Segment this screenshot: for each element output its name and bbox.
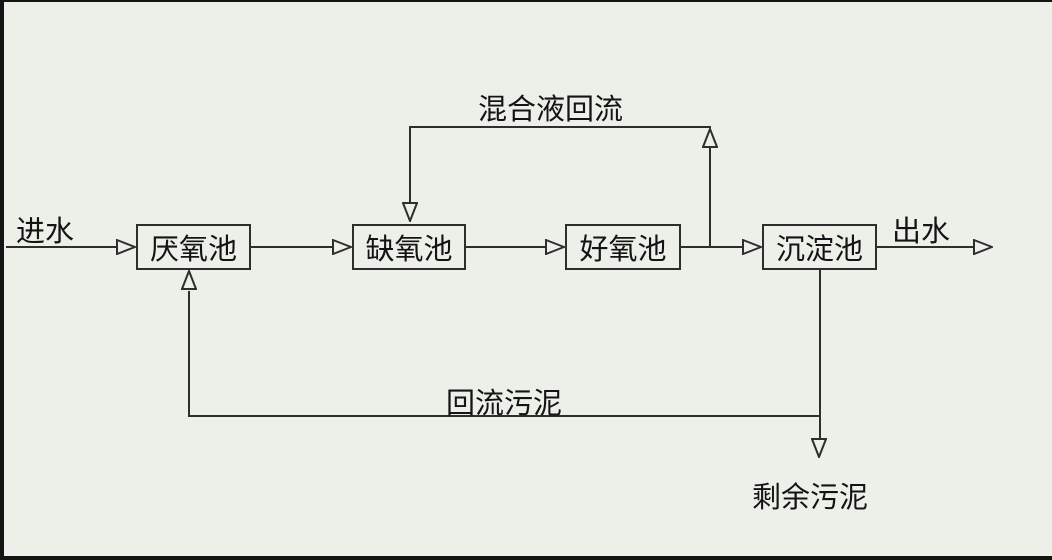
anaerobic-tank-label: 厌氧池 [149,234,237,266]
excess-sludge-label: 剩余污泥 [752,482,869,514]
mixed-liquor-recycle-label: 混合液回流 [478,94,624,126]
mixed-liquor-recycle-down-arrowhead-icon [401,202,419,224]
return-sludge-riser-line [188,291,190,417]
frame-edge-bottom [0,556,1052,560]
mixed-liquor-recycle-up-arrowhead-icon [701,126,719,148]
aerobic-tank: 好氧池 [565,224,681,270]
anaerobic-to-anoxic-line [251,246,334,248]
excess-sludge-down-arrowhead-icon [810,438,828,460]
mixed-liquor-recycle-top-line [409,126,711,128]
anoxic-tank-label: 缺氧池 [365,234,453,266]
frame-edge-top [0,0,1052,2]
anaerobic-tank: 厌氧池 [136,224,251,270]
anaerobic-to-anoxic-arrowhead-icon [332,238,354,256]
sedimentation-underflow-line [819,270,821,438]
inlet-line [6,246,118,248]
mixed-liquor-recycle-riser-line [709,146,711,247]
effluent-label: 出水 [892,216,951,248]
inlet-arrowhead-icon [116,238,138,256]
return-sludge-up-arrowhead-icon [180,268,198,290]
frame-edge-left [0,0,4,560]
return-sludge-bottom-line [188,415,820,417]
anoxic-to-aerobic-arrowhead-icon [545,238,567,256]
return-sludge-label: 回流污泥 [446,388,563,420]
aerobic-tank-label: 好氧池 [579,234,667,266]
anoxic-to-aerobic-line [466,246,547,248]
outlet-line [877,246,975,248]
sedimentation-tank: 沉淀池 [762,224,877,270]
sedimentation-tank-label: 沉淀池 [775,234,863,266]
outlet-arrowhead-icon [973,238,995,256]
mixed-liquor-recycle-drop-line [409,126,411,204]
influent-label: 进水 [16,216,75,248]
anoxic-tank: 缺氧池 [352,224,466,270]
aerobic-to-sedimentation-arrowhead-icon [742,238,764,256]
aerobic-to-sedimentation-line [681,246,744,248]
